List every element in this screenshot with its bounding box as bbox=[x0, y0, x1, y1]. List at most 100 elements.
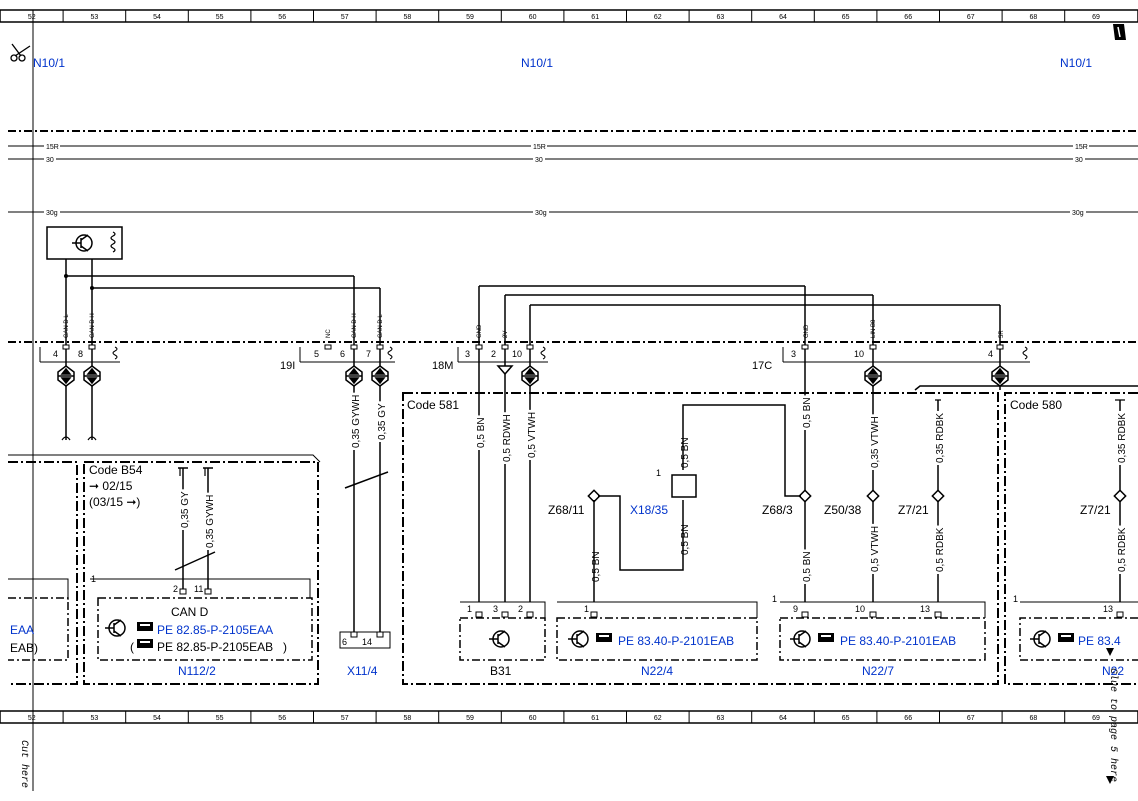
pin-4b: 4 bbox=[988, 349, 993, 359]
component-x11-4: 6 14 X11/4 bbox=[339, 631, 391, 678]
left-partial-boundary bbox=[8, 461, 78, 685]
transistor-icon bbox=[790, 630, 811, 648]
ruler-col-60: 60 bbox=[529, 14, 537, 21]
ruler-col-66: 66 bbox=[904, 14, 912, 21]
pin-10b: 10 bbox=[854, 349, 864, 359]
code-b54-boundary bbox=[83, 461, 319, 685]
code-581-boundary bbox=[402, 392, 999, 685]
ruler-col-62: 62 bbox=[654, 715, 662, 722]
component-b31: 1 3 2 B31 bbox=[459, 601, 546, 678]
ruler-col-52: 52 bbox=[28, 715, 36, 722]
x11-name: X11/4 bbox=[347, 664, 378, 678]
wire-label-w_gy_2: 0,35 GY bbox=[180, 491, 191, 528]
ruler-col-64: 64 bbox=[779, 715, 787, 722]
reference-hand-icon bbox=[818, 633, 834, 642]
ruler-col-65: 65 bbox=[842, 14, 850, 21]
code-580-label: Code 580 bbox=[1010, 398, 1062, 412]
can-transceiver bbox=[46, 226, 123, 260]
code-b54-label: Code B54 bbox=[89, 463, 143, 477]
ruler-col-54: 54 bbox=[153, 715, 161, 722]
n22-7-pin-9: 9 bbox=[793, 604, 798, 614]
ruler-col-55: 55 bbox=[216, 715, 224, 722]
ruler-col-60: 60 bbox=[529, 715, 537, 722]
signal-5r: 5R bbox=[999, 330, 1005, 338]
ruler-col-57: 57 bbox=[341, 715, 349, 722]
ruler-col-57: 57 bbox=[341, 14, 349, 21]
connector-19i-label: 19I bbox=[280, 360, 295, 372]
n22-4-name: N22/4 bbox=[641, 664, 673, 678]
wire-label-w_vtwh_1: 0,5 VTWH bbox=[527, 412, 538, 458]
reference-hand-icon bbox=[137, 622, 153, 631]
wire-label-w_gywh_2: 0,35 GYWH bbox=[205, 495, 216, 548]
ruler-col-56: 56 bbox=[278, 14, 286, 21]
ruler-col-58: 58 bbox=[404, 715, 412, 722]
right-partial-name: N22 bbox=[1102, 664, 1124, 678]
n112-bus-label: CAN D bbox=[171, 605, 209, 619]
pin-3a: 3 bbox=[465, 349, 470, 359]
n112-pin-1: 1 bbox=[91, 574, 96, 584]
bus-30-label-center: 30 bbox=[535, 157, 543, 164]
ruler-col-64: 64 bbox=[779, 14, 787, 21]
bus-30-label-left: 30 bbox=[46, 157, 54, 164]
left-partial-ref1: EAA bbox=[10, 623, 34, 637]
code-580-boundary bbox=[1004, 392, 1138, 685]
right-partial-pin-13: 13 bbox=[1103, 604, 1113, 614]
signal-can-d-h-2: CAN D H bbox=[352, 313, 358, 338]
component-n22-4: 1 PE 83.40-P-2101EAB N22/4 bbox=[556, 601, 758, 678]
module-label-left: N10/1 bbox=[33, 56, 65, 70]
component-n22-7: 1 9 10 13 PE 83.40-P-2101EAB N22/7 bbox=[772, 594, 986, 678]
connector-18m-label: 18M bbox=[432, 360, 453, 372]
cut-here-label: Cut here bbox=[18, 740, 30, 788]
pin-5: 5 bbox=[314, 349, 319, 359]
signal-can-d-l-1: CAN D L bbox=[64, 314, 70, 338]
splice-z7-21-b: Z7/21 bbox=[1080, 503, 1111, 517]
bus-15r-label-left: 15R bbox=[46, 144, 59, 151]
transistor-icon bbox=[568, 630, 589, 648]
n22-7-ref: PE 83.40-P-2101EAB bbox=[840, 634, 956, 648]
bus-connector-icon bbox=[371, 365, 389, 387]
splice-z7-21-a: Z7/21 bbox=[898, 503, 929, 517]
svg-text:(: ( bbox=[130, 640, 134, 654]
x11-pin-6: 6 bbox=[342, 637, 347, 647]
ruler-col-58: 58 bbox=[404, 14, 412, 21]
ruler-col-67: 67 bbox=[967, 14, 975, 21]
bus-connector-icon bbox=[345, 365, 363, 387]
pin-6: 6 bbox=[340, 349, 345, 359]
pin-7: 7 bbox=[366, 349, 371, 359]
signal-nc: NC bbox=[326, 329, 332, 338]
wire-label-w_bn_1: 0,5 BN bbox=[476, 417, 487, 448]
reference-hand-icon bbox=[596, 633, 612, 642]
code-b54-line2: (03/15 ➞) bbox=[89, 495, 140, 509]
ruler-col-52: 52 bbox=[28, 14, 36, 21]
left-partial-ref2: EAB) bbox=[10, 641, 38, 655]
wire-label-w_gy_1: 0,35 GY bbox=[377, 403, 388, 440]
splice-z50-38: Z50/38 bbox=[824, 503, 862, 517]
transistor-icon bbox=[105, 619, 126, 637]
component-right-partial: 1 13 PE 83.4 N22 bbox=[1013, 594, 1138, 678]
signal-gnd-2: GND bbox=[804, 324, 810, 338]
n112-ref1: PE 82.85-P-2105EAA bbox=[157, 623, 273, 637]
wire-label-w_rdbk_1: 0,35 RDBK bbox=[935, 413, 946, 463]
ruler-col-63: 63 bbox=[717, 715, 725, 722]
bus-30-label-right: 30 bbox=[1075, 157, 1083, 164]
wire-label-w_vtwh_3: 0,5 VTWH bbox=[870, 526, 881, 572]
connector-19i: 19I 5 6 7 bbox=[280, 346, 395, 372]
n22-7-pin-13: 13 bbox=[920, 604, 930, 614]
scissors-icon bbox=[10, 43, 31, 62]
signal-lin-b8: LIN B8 bbox=[871, 319, 877, 338]
ruler-col-59: 59 bbox=[466, 715, 474, 722]
wire-label-w_gywh_1: 0,35 GYWH bbox=[351, 395, 362, 448]
b31-pin-2: 2 bbox=[518, 604, 523, 614]
signal-gnd-1: GND bbox=[477, 324, 483, 338]
bottom-ruler bbox=[0, 710, 1138, 724]
bus-connector-icon bbox=[521, 365, 539, 387]
n22-4-pin-1: 1 bbox=[584, 604, 589, 614]
module-label-right: N10/1 bbox=[1060, 56, 1092, 70]
wire-label-w_rdbk_3: 0,5 RDBK bbox=[935, 527, 946, 572]
bus-30g-label-left: 30g bbox=[46, 210, 58, 217]
b31-pin-3: 3 bbox=[493, 604, 498, 614]
n22-4-ref: PE 83.40-P-2101EAB bbox=[618, 634, 734, 648]
pin-10a: 10 bbox=[512, 349, 522, 359]
n22-7-name: N22/7 bbox=[862, 664, 894, 678]
